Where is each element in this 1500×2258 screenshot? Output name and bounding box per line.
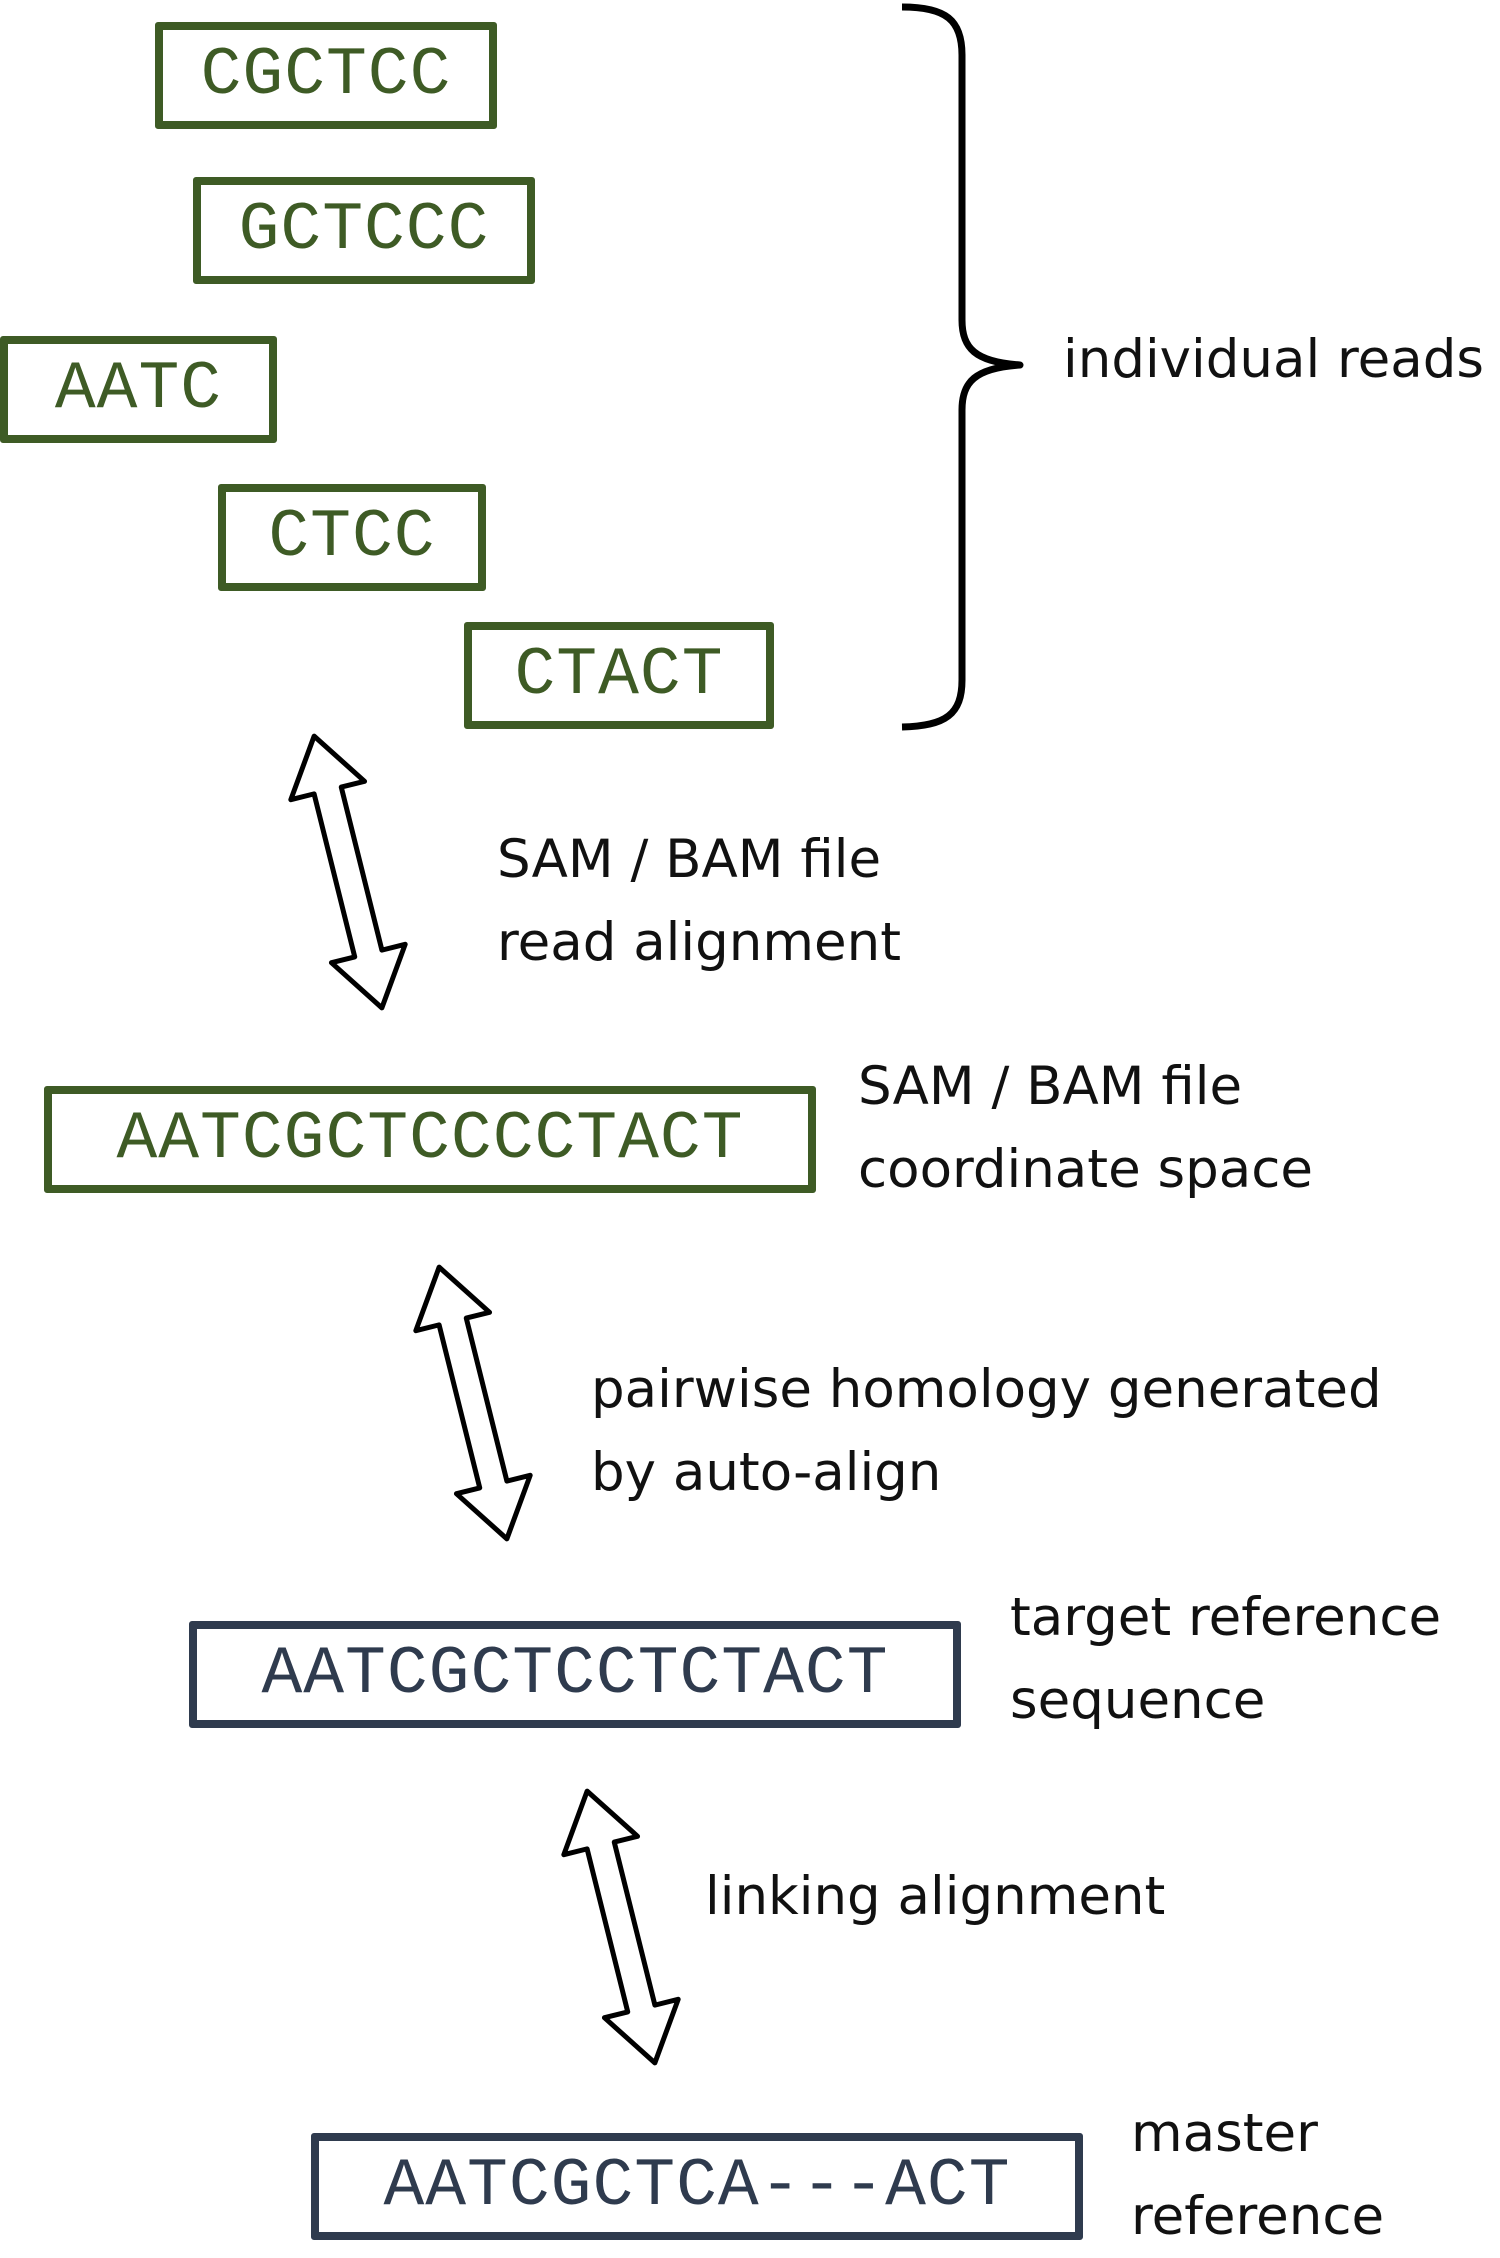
double-arrow-read-alignment: [288, 733, 408, 1011]
target-reference-sequence-box: AATCGCTCCTCTACT: [189, 1621, 961, 1728]
read-alignment-label-line: read alignment: [497, 912, 901, 973]
target-reference-label-line: target reference: [1010, 1587, 1442, 1648]
linking-alignment-label: linking alignment: [705, 1866, 1166, 1927]
read-box: CTCC: [218, 484, 486, 591]
master-reference-sequence-box: AATCGCTCA---ACT: [311, 2133, 1083, 2240]
master-reference-label: master reference: [1131, 2092, 1384, 2258]
double-arrow-linking-alignment: [561, 1788, 681, 2066]
master-reference-label-line: reference: [1131, 2186, 1385, 2247]
coordinate-space-sequence-box: AATCGCTCCCCTACT: [44, 1086, 816, 1193]
coordinate-space-label-line: coordinate space: [858, 1139, 1314, 1200]
pairwise-homology-label-line: by auto-align: [591, 1442, 942, 1503]
reads-brace: [901, 3, 1024, 731]
double-arrow-pairwise-homology: [413, 1264, 533, 1542]
read-alignment-label-line: SAM / BAM file: [497, 829, 882, 890]
pairwise-homology-label: pairwise homology generated by auto-alig…: [591, 1348, 1382, 1514]
individual-reads-label: individual reads: [1063, 329, 1485, 390]
read-box: AATC: [0, 336, 277, 443]
read-alignment-label: SAM / BAM file read alignment: [497, 818, 901, 984]
coordinate-space-label-line: SAM / BAM file: [858, 1056, 1243, 1117]
read-box: CTACT: [464, 622, 774, 729]
pairwise-homology-label-line: pairwise homology generated: [591, 1359, 1382, 1420]
coordinate-space-label: SAM / BAM file coordinate space: [858, 1045, 1313, 1211]
master-reference-label-line: master: [1131, 2103, 1318, 2164]
target-reference-label: target reference sequence: [1010, 1576, 1441, 1742]
read-box: GCTCCC: [193, 177, 535, 284]
read-box: CGCTCC: [155, 22, 497, 129]
target-reference-label-line: sequence: [1010, 1670, 1266, 1731]
